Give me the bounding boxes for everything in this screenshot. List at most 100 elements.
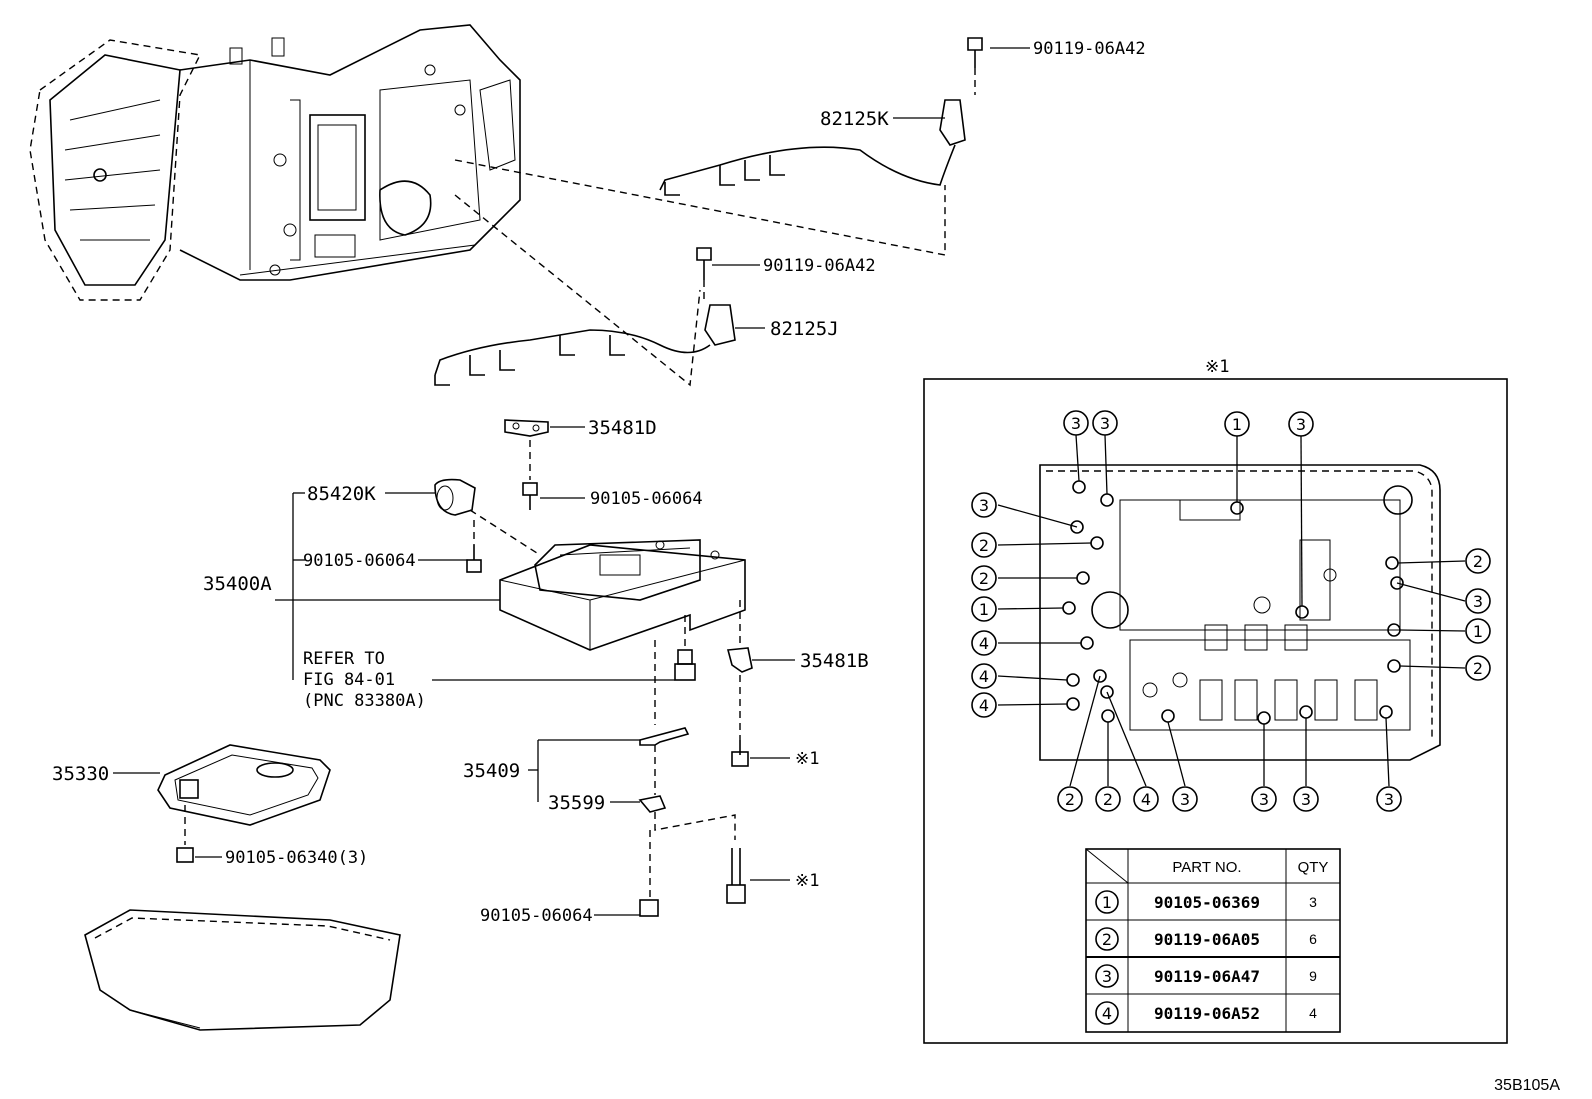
svg-text:3: 3 — [1259, 790, 1269, 809]
diagram-code: 35B105A — [1494, 1077, 1560, 1094]
callout-left-3: 2 — [971, 565, 997, 591]
svg-text:2: 2 — [1103, 790, 1113, 809]
svg-text:4: 4 — [979, 696, 989, 715]
bolt-90105-06064-a — [522, 482, 538, 510]
label-90105-06064-b: 90105-06064 — [303, 551, 416, 571]
label-90119-06A42-mid: 90119-06A42 — [763, 256, 876, 276]
callout-right-4: 2 — [1465, 655, 1491, 681]
clamp-35409 — [639, 727, 690, 746]
clamp-35599 — [638, 795, 667, 813]
svg-text:2: 2 — [1473, 659, 1483, 678]
label-90105-06064-c: 90105-06064 — [480, 906, 593, 926]
svg-text:1: 1 — [1473, 622, 1483, 641]
callout-left-1: 3 — [971, 492, 997, 518]
harness-82125K — [659, 37, 983, 196]
svg-text:90119-06A52: 90119-06A52 — [1154, 1004, 1260, 1023]
label-90105-06340: 90105-06340(3) — [225, 848, 368, 868]
label-mark1-a: ※1 — [795, 749, 819, 769]
bolt-90105-06340 — [176, 847, 194, 863]
callout-bottom-2: 2 — [1095, 786, 1121, 812]
callout-right-1: 2 — [1465, 548, 1491, 574]
callout-right-3: 1 — [1465, 618, 1491, 644]
bolt-mark1-a — [731, 740, 749, 767]
label-85420K: 85420K — [307, 483, 376, 505]
table-header-qty: QTY — [1298, 859, 1329, 876]
table-row: 1 90105-06369 3 — [1095, 890, 1317, 914]
label-mark1-b: ※1 — [795, 871, 819, 891]
svg-text:3: 3 — [1296, 415, 1306, 434]
svg-text:90119-06A05: 90119-06A05 — [1154, 930, 1260, 949]
callout-left-2: 2 — [971, 532, 997, 558]
callout-left-4: 1 — [971, 596, 997, 622]
svg-text:2: 2 — [979, 569, 989, 588]
label-35409: 35409 — [463, 760, 520, 782]
svg-text:2: 2 — [979, 536, 989, 555]
bolt-mark1-b — [726, 848, 746, 904]
svg-text:1: 1 — [1102, 893, 1112, 912]
refer-line-1: REFER TO — [303, 649, 385, 669]
inset-valve-body — [1039, 464, 1441, 761]
refer-line-3: (PNC 83380A) — [303, 691, 426, 711]
callout-left-5: 4 — [971, 630, 997, 656]
svg-text:2: 2 — [1102, 930, 1112, 949]
oil-strainer-35330 — [157, 744, 331, 826]
table-header-part: PART NO. — [1172, 859, 1241, 876]
table-row: 2 90119-06A05 6 — [1095, 927, 1317, 951]
label-35599: 35599 — [548, 792, 605, 814]
table-row: 3 90119-06A47 9 — [1095, 964, 1317, 988]
callout-bottom-1: 2 — [1057, 786, 1083, 812]
callout-top-1: 3 — [1063, 410, 1089, 436]
svg-text:3: 3 — [1071, 414, 1081, 433]
svg-text:90119-06A47: 90119-06A47 — [1154, 967, 1260, 986]
callout-left-6: 4 — [971, 663, 997, 689]
svg-text:4: 4 — [979, 634, 989, 653]
label-82125J: 82125J — [770, 318, 839, 340]
callout-top-4: 3 — [1288, 411, 1314, 437]
label-35400A: 35400A — [203, 573, 272, 595]
parts-table: PART NO. QTY 1 90105-06369 3 2 90119-06A… — [1085, 848, 1341, 1033]
label-90119-06A42-top: 90119-06A42 — [1033, 39, 1146, 59]
label-35481B: 35481B — [800, 650, 869, 672]
svg-text:4: 4 — [979, 667, 989, 686]
callout-bottom-6: 3 — [1293, 786, 1319, 812]
refer-line-2: FIG 84-01 — [303, 670, 395, 690]
inset-title: ※1 — [1205, 357, 1229, 377]
svg-text:4: 4 — [1141, 790, 1151, 809]
callout-bottom-7: 3 — [1376, 786, 1402, 812]
svg-text:3: 3 — [1301, 790, 1311, 809]
svg-text:3: 3 — [1102, 967, 1112, 986]
callout-bottom-5: 3 — [1251, 786, 1277, 812]
callout-left-7: 4 — [971, 692, 997, 718]
label-35481D: 35481D — [588, 417, 657, 439]
inset-bolt-holes — [1062, 480, 1404, 725]
bolt-90105-06064-c — [639, 899, 659, 917]
bolt-90105-06064-b — [466, 545, 482, 573]
svg-text:3: 3 — [1100, 414, 1110, 433]
callout-top-3: 1 — [1224, 411, 1250, 437]
valve-body-35400A — [499, 539, 746, 651]
svg-text:3: 3 — [1473, 592, 1483, 611]
label-leaders — [113, 47, 1030, 916]
svg-text:3: 3 — [1309, 894, 1317, 910]
svg-text:90105-06369: 90105-06369 — [1154, 893, 1260, 912]
label-82125K: 82125K — [820, 108, 889, 130]
solenoid-85420K — [434, 478, 476, 516]
table-row: 4 90119-06A52 4 — [1095, 1001, 1317, 1025]
callout-right-2: 3 — [1465, 588, 1491, 614]
svg-text:1: 1 — [979, 600, 989, 619]
svg-text:3: 3 — [1384, 790, 1394, 809]
callout-top-2: 3 — [1092, 410, 1118, 436]
oil-pan — [84, 909, 401, 1031]
svg-text:2: 2 — [1473, 552, 1483, 571]
svg-text:2: 2 — [1065, 790, 1075, 809]
svg-text:9: 9 — [1309, 968, 1317, 984]
callout-bottom-4: 3 — [1172, 786, 1198, 812]
transmission-illustration — [29, 24, 521, 301]
svg-text:6: 6 — [1309, 931, 1317, 947]
sensor-bolt — [674, 649, 696, 681]
clip-35481B — [726, 647, 753, 673]
svg-text:4: 4 — [1309, 1005, 1317, 1021]
harness-82125J — [434, 247, 736, 386]
svg-text:4: 4 — [1102, 1004, 1112, 1023]
